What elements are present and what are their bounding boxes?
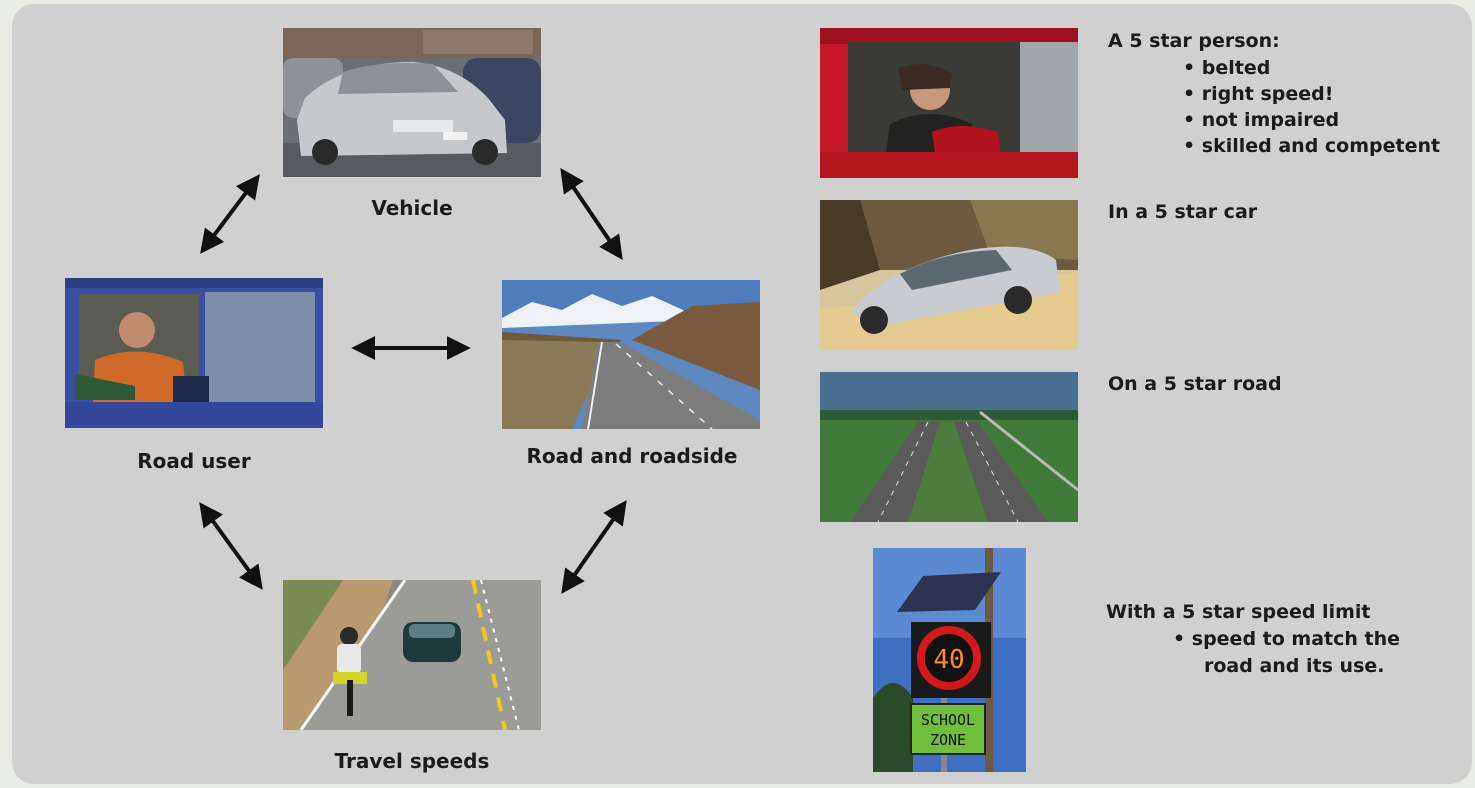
road-user-label: Road user bbox=[137, 449, 251, 473]
travel-speeds-photo bbox=[283, 580, 541, 730]
person-heading: A 5 star person: bbox=[1108, 30, 1280, 52]
motorway-photo bbox=[820, 372, 1078, 522]
speed-point-2: road and its use. bbox=[1204, 655, 1385, 677]
car-photo bbox=[820, 200, 1078, 350]
speed-limit-ring bbox=[917, 626, 981, 690]
road-heading: On a 5 star road bbox=[1108, 373, 1282, 395]
speed-heading: With a 5 star speed limit bbox=[1106, 601, 1371, 623]
vehicle-label: Vehicle bbox=[371, 196, 453, 220]
person-point: right speed! bbox=[1183, 81, 1440, 107]
person-photo bbox=[820, 28, 1078, 178]
speed-sign-photo: 40 SCHOOL ZONE bbox=[873, 548, 1026, 772]
person-point: not impaired bbox=[1183, 107, 1440, 133]
school-zone-line1: SCHOOL bbox=[921, 711, 975, 729]
travel-speeds-label: Travel speeds bbox=[334, 749, 490, 773]
road-roadside-photo bbox=[502, 280, 760, 429]
speed-limit-value: 40 bbox=[933, 645, 964, 675]
person-point: skilled and competent bbox=[1183, 133, 1440, 159]
speed-point: speed to match the bbox=[1173, 626, 1400, 652]
vehicle-photo bbox=[283, 28, 541, 177]
person-point: belted bbox=[1183, 55, 1440, 81]
speed-point-1: speed to match the bbox=[1173, 626, 1400, 652]
road-user-photo bbox=[65, 278, 323, 428]
car-heading: In a 5 star car bbox=[1108, 201, 1258, 223]
road-roadside-label: Road and roadside bbox=[526, 444, 738, 468]
person-points: belted right speed! not impaired skilled… bbox=[1183, 55, 1440, 159]
school-zone-line2: ZONE bbox=[930, 731, 966, 749]
